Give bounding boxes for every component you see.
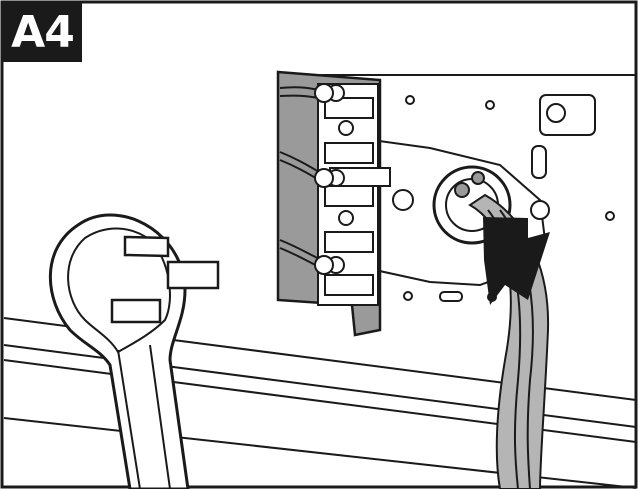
terminal-block [276,70,391,337]
power-plug [48,213,220,489]
terminal-screw [327,84,566,274]
direction-arrow [483,217,550,305]
ring-terminal [279,83,334,275]
step-label: A4 [3,3,82,62]
